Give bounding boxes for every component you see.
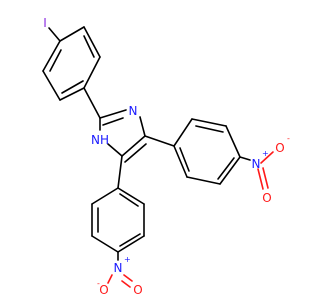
imidazole-n-atom: N <box>129 104 138 118</box>
bottom-n-o-left-bond <box>107 274 113 284</box>
right-nitro-minus-charge: - <box>287 134 290 143</box>
aryl-imidazole-bond <box>83 87 101 119</box>
right-nitro-plus-charge: + <box>262 149 269 158</box>
right-n-o-top-bond <box>260 151 274 164</box>
bottom-nitro-o-atom: O <box>133 283 142 297</box>
right-nitro-o-minus-atom: O <box>275 141 284 155</box>
structure-canvas: I N NH N + O - O N + O - O <box>42 16 290 297</box>
bottom-nitro-plus-charge: + <box>124 255 131 264</box>
iodine-atom: I <box>43 16 47 30</box>
right-n-o-double-bond <box>262 167 269 189</box>
bottom-n-o-right-bond <box>123 274 133 282</box>
imidazole-right-aryl-bond <box>144 135 175 147</box>
bottom-nitro-n-atom: N <box>114 261 123 275</box>
right-nitro-n-atom: N <box>252 157 261 171</box>
imidazole-ring <box>99 109 147 163</box>
iodophenyl-ring <box>42 26 101 101</box>
imidazole-bottom-aryl-bond <box>117 155 123 189</box>
molecule-diagram: I N NH N + O - O N + O - O <box>42 16 290 297</box>
bottom-nitro-o-minus-atom: O <box>99 283 108 297</box>
right-c-n-bond <box>239 156 251 161</box>
right-nitro-o-atom: O <box>262 191 271 205</box>
imidazole-nh-atom: NH <box>91 133 109 147</box>
bottom-nitro-minus-charge: - <box>97 279 100 288</box>
bottom-nitrophenyl-ring <box>91 187 145 253</box>
right-nitrophenyl-ring <box>173 118 241 185</box>
c-i-bond <box>48 27 61 42</box>
